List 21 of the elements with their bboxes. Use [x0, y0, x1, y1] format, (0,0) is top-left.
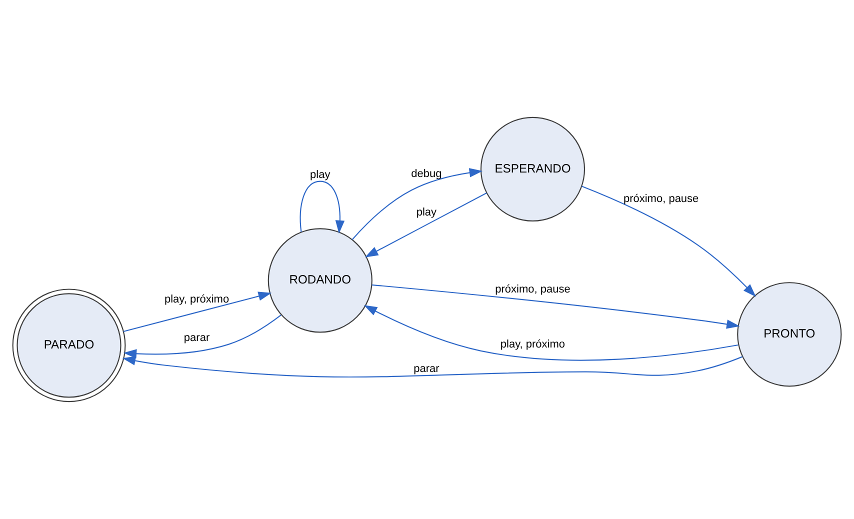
arrow — [364, 305, 738, 361]
edge-label: próximo, pause — [623, 193, 699, 206]
edge-label: parar — [184, 332, 210, 344]
arrow — [582, 186, 756, 297]
arrow — [352, 168, 483, 240]
node-circle: RODANDO — [268, 228, 372, 333]
edge-label: debug — [411, 168, 442, 180]
node-circle: ESPERANDO — [480, 116, 586, 222]
node-circle: PARADO — [12, 288, 126, 402]
arrow — [122, 356, 743, 378]
arrow — [372, 284, 740, 329]
edge-label: parar — [414, 362, 440, 375]
edge-label: play — [310, 168, 330, 181]
arrow — [123, 314, 282, 358]
arrow — [300, 180, 345, 234]
edge-label: play — [416, 206, 437, 218]
edge-label: play, próximo — [500, 338, 566, 351]
arrow — [364, 192, 487, 258]
edge-label: play, próximo — [164, 293, 230, 306]
arrow — [123, 292, 272, 332]
edge-label: próximo, pause — [495, 284, 570, 296]
